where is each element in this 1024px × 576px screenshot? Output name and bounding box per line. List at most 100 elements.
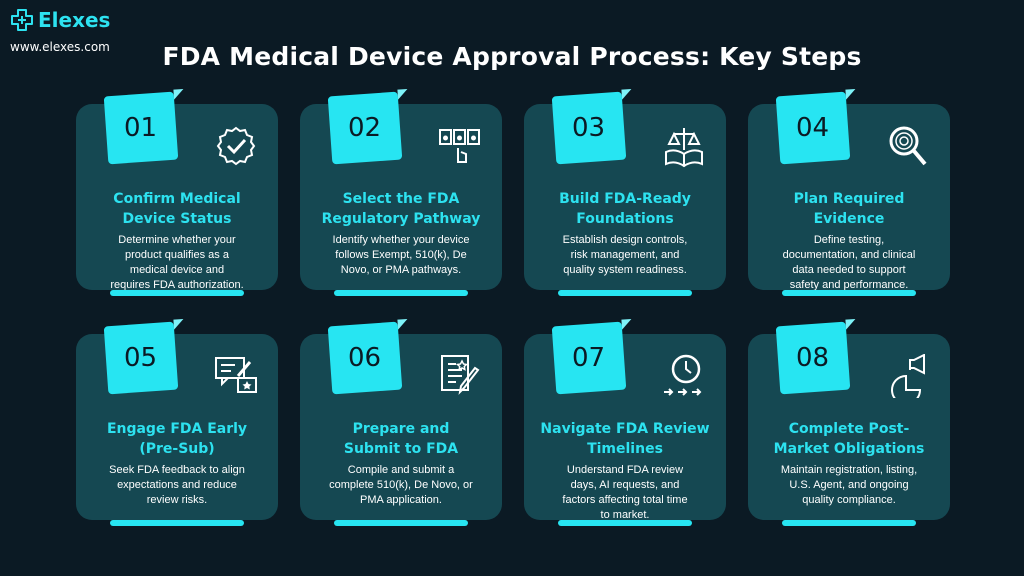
step-number: 07	[572, 343, 606, 373]
accent-bar	[110, 520, 244, 526]
step-description-line: expectations and reduce	[117, 479, 237, 491]
brand: Elexes	[10, 8, 110, 32]
step-description-line: quality compliance.	[802, 494, 896, 506]
step-title-line: Engage FDA Early	[106, 421, 248, 437]
step-number-badge: 02	[327, 91, 403, 165]
step-description: Establish design controls,risk managemen…	[534, 233, 716, 278]
accent-bar	[558, 290, 692, 296]
accent-bar	[334, 290, 468, 296]
step-description-line: factors affecting total time	[562, 494, 688, 506]
step-description-line: Seek FDA feedback to align	[109, 464, 245, 476]
step-description: Define testing, documentation, and clinic…	[758, 233, 940, 293]
step-description-line: product qualifies as a	[125, 249, 229, 261]
step-number-badge: 01	[103, 91, 179, 165]
step-title-line: Select the FDA	[342, 191, 460, 207]
step-number: 06	[348, 343, 382, 373]
document-pen-icon	[441, 355, 480, 395]
step-description-line: Understand FDA review	[566, 464, 684, 476]
step-description: Seek FDA feedback to align expectations a…	[86, 463, 268, 508]
step-description: Compile and submit a complete 510(k), De …	[310, 463, 492, 508]
megaphone-chart-icon	[891, 354, 925, 398]
step-description-line: complete 510(k), De Novo, or	[329, 479, 473, 491]
step-title-line: Device Status	[122, 211, 232, 227]
step-description-line: Determine whether your	[118, 234, 236, 246]
step-number-badge: 08	[775, 321, 851, 395]
chat-feedback-icon	[215, 357, 257, 393]
step-description: Maintain registration, listing, U.S. Agen…	[758, 463, 940, 508]
step-description-line: Compile and submit a	[347, 464, 455, 476]
step-description-line: follows Exempt, 510(k), De	[335, 249, 467, 261]
step-description-line: documentation, and clinical	[782, 249, 916, 261]
step-description-line: Novo, or PMA pathways.	[340, 264, 462, 276]
step-title: Select the FDA Regulatory Pathway	[306, 189, 496, 229]
accent-bar	[334, 520, 468, 526]
page-title: FDA Medical Device Approval Process: Key…	[162, 42, 862, 71]
clock-arrows-icon	[664, 354, 702, 396]
step-description-line: Maintain registration, listing,	[780, 464, 918, 476]
step-title-line: Build FDA-Ready	[559, 191, 691, 207]
step-title-line: Evidence	[813, 211, 885, 227]
step-description: Understand FDA review days, AI requests, …	[534, 463, 716, 523]
step-description-line: to market.	[600, 509, 650, 521]
step-description-line: Define testing,	[813, 234, 885, 246]
step-number: 05	[124, 343, 158, 373]
step-title-line: Timelines	[587, 441, 663, 457]
step-description: Determine whether your product qualifies …	[86, 233, 268, 293]
step-description-line: quality system readiness.	[563, 264, 687, 276]
step-description-line: risk management, and	[570, 249, 680, 261]
step-title-line: Plan Required	[793, 191, 905, 207]
step-number-badge: 05	[103, 321, 179, 395]
step-number-badge: 04	[775, 91, 851, 165]
magnifier-fingerprint-icon	[889, 126, 927, 166]
step-title-line: Foundations	[576, 211, 674, 227]
accent-bar	[558, 520, 692, 526]
accent-bar	[782, 290, 916, 296]
brand-url: www.elexes.com	[10, 40, 110, 54]
step-description-line: safety and performance.	[789, 279, 909, 291]
step-description-line: requires FDA authorization.	[110, 279, 244, 291]
brand-name: Elexes	[38, 8, 111, 32]
step-title-line: Confirm Medical	[113, 191, 241, 207]
step-title-line: Prepare and	[352, 421, 450, 437]
step-description-line: review risks.	[146, 494, 208, 506]
step-title: Engage FDA Early (Pre-Sub)	[82, 419, 272, 459]
step-description: Identify whether your device follows Exem…	[310, 233, 492, 278]
step-description-line: days, AI requests, and	[570, 479, 680, 491]
law-book-scale-icon	[665, 128, 703, 168]
accent-bar	[782, 520, 916, 526]
step-number: 01	[124, 113, 158, 143]
step-number: 02	[348, 113, 382, 143]
step-description-line: U.S. Agent, and ongoing	[789, 479, 909, 491]
step-title-line: Navigate FDA Review	[540, 421, 710, 437]
badge-check-icon	[216, 126, 256, 166]
step-title-line: Regulatory Pathway	[321, 211, 481, 227]
step-number: 04	[796, 113, 830, 143]
step-description-line: medical device and	[129, 264, 225, 276]
document-selection-icon	[439, 129, 480, 163]
step-title-line: Complete Post-	[788, 421, 910, 437]
step-title-line: Market Obligations	[773, 441, 925, 457]
step-number-badge: 06	[327, 321, 403, 395]
step-description-line: PMA application.	[360, 494, 442, 506]
medical-cross-logo-icon	[11, 9, 33, 31]
step-number-badge: 03	[551, 91, 627, 165]
accent-bar	[110, 290, 244, 296]
step-title-line: (Pre-Sub)	[139, 441, 215, 457]
step-description-line: Identify whether your device	[332, 234, 470, 246]
step-title: Complete Post- Market Obligations	[754, 419, 944, 459]
step-title-line: Submit to FDA	[343, 441, 459, 457]
step-number: 03	[572, 113, 606, 143]
step-number-badge: 07	[551, 321, 627, 395]
